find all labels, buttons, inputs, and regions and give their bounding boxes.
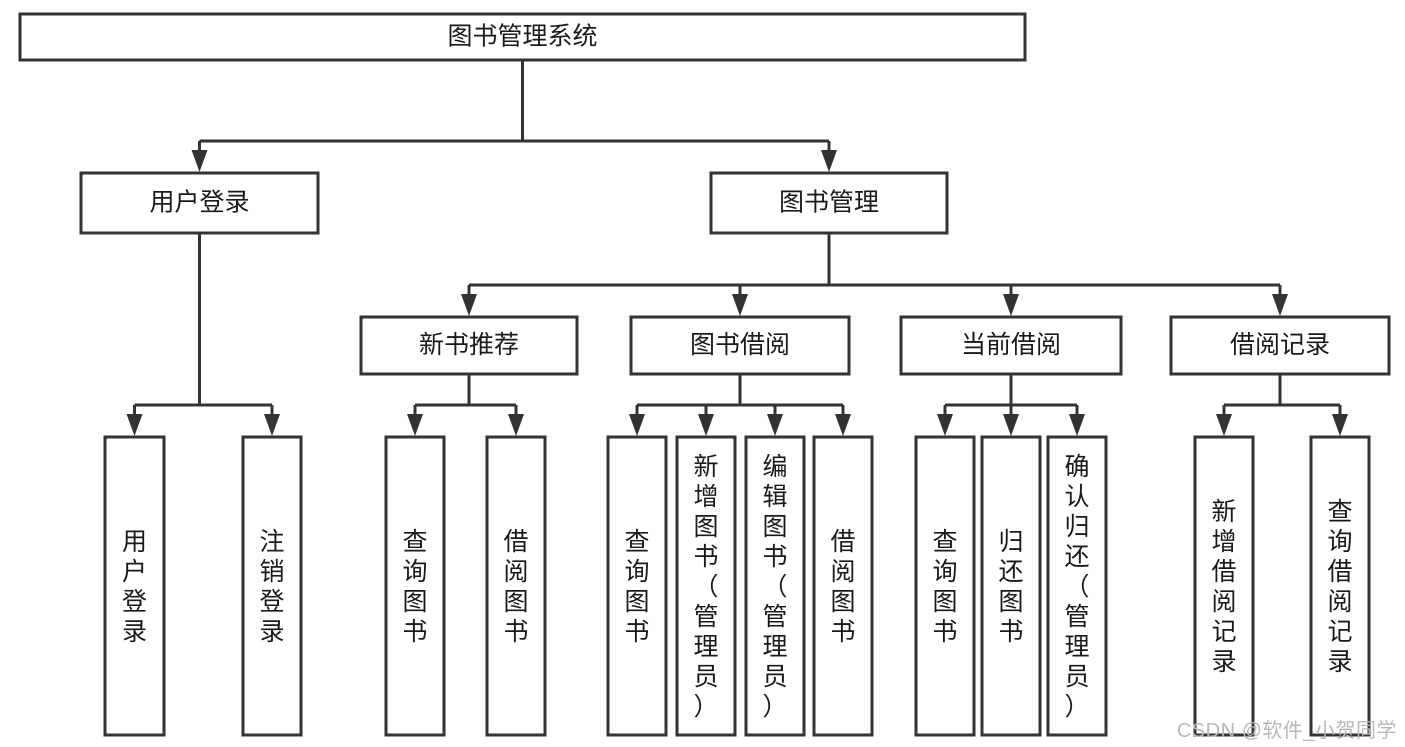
node-leaf-query-book-current[interactable]: 查询图书 [914,435,976,737]
node-label-leaf-return-book: 归还图书 [998,528,1023,646]
node-label-new-book-rec: 新书推荐 [419,331,519,359]
node-label-leaf-query-book-borrow: 查询图书 [624,528,649,646]
arrow-head-leaf-query-book-borrow [629,414,645,436]
node-label-leaf-add-borrow-record: 新增借阅记录 [1211,498,1236,676]
node-box-root [18,12,1027,62]
node-leaf-borrow-book-rec[interactable]: 借阅图书 [485,435,547,737]
node-box-leaf-query-book-rec [384,435,446,737]
arrow-head-book-borrow [732,294,748,316]
node-leaf-edit-book[interactable]: 编辑图书（管理员） [744,435,806,737]
node-book-borrow[interactable]: 图书借阅 [629,315,851,376]
node-label-leaf-add-book: 新增图书（管理员） [693,453,718,721]
node-leaf-add-borrow-record[interactable]: 新增借阅记录 [1193,435,1255,737]
arrow-head-leaf-borrow-book [835,414,851,436]
node-box-leaf-user-login [103,435,166,737]
arrow-head-leaf-confirm-return [1069,414,1085,436]
node-box-borrow-record [1169,315,1391,376]
arrow-head-leaf-user-logout [264,414,280,436]
node-borrow-record[interactable]: 借阅记录 [1169,315,1391,376]
node-label-root: 图书管理系统 [447,23,597,51]
node-box-leaf-borrow-book-rec [485,435,547,737]
node-leaf-confirm-return[interactable]: 确认归还（管理员） [1046,435,1108,737]
node-label-book-borrow: 图书借阅 [690,331,790,359]
arrow-head-leaf-query-book-current [937,414,953,436]
node-box-leaf-edit-book [744,435,806,737]
node-leaf-query-book-borrow[interactable]: 查询图书 [606,435,668,737]
node-box-leaf-add-borrow-record [1193,435,1255,737]
arrow-head-borrow-record [1272,294,1288,316]
arrow-head-book-manage [821,150,837,172]
arrow-head-leaf-query-book-rec [407,414,423,436]
node-root[interactable]: 图书管理系统 [18,12,1027,62]
node-label-leaf-query-book-rec: 查询图书 [402,528,427,646]
watermark-text: CSDN @软件_小贺同学 [1176,720,1397,742]
node-leaf-add-book[interactable]: 新增图书（管理员） [675,435,737,737]
arrow-head-leaf-query-borrow-record [1332,414,1348,436]
node-label-current-borrow: 当前借阅 [961,331,1061,359]
node-user-login[interactable]: 用户登录 [79,171,320,235]
arrow-head-leaf-edit-book [767,414,783,436]
node-box-leaf-borrow-book [812,435,874,737]
node-book-manage[interactable]: 图书管理 [709,171,949,235]
arrow-head-leaf-add-borrow-record [1216,414,1232,436]
node-label-book-manage: 图书管理 [779,189,879,217]
node-box-book-borrow [629,315,851,376]
arrow-head-new-book-rec [461,294,477,316]
node-label-leaf-confirm-return: 确认归还（管理员） [1064,453,1089,721]
node-label-leaf-borrow-book-rec: 借阅图书 [503,528,528,646]
node-box-leaf-confirm-return [1046,435,1108,737]
node-label-leaf-edit-book: 编辑图书（管理员） [762,453,787,721]
node-box-leaf-user-logout [241,435,303,737]
node-label-leaf-borrow-book: 借阅图书 [830,528,855,646]
node-label-user-login: 用户登录 [149,189,249,217]
node-box-user-login [79,171,320,235]
node-label-borrow-record: 借阅记录 [1230,331,1330,359]
node-label-leaf-query-book-current: 查询图书 [932,528,957,646]
node-box-new-book-rec [359,315,579,376]
arrow-head-leaf-return-book [1003,414,1019,436]
node-label-leaf-user-login: 用户登录 [122,528,147,646]
node-new-book-rec[interactable]: 新书推荐 [359,315,579,376]
node-box-leaf-query-book-current [914,435,976,737]
arrow-head-current-borrow [1003,294,1019,316]
node-layer: 图书管理系统用户登录图书管理新书推荐图书借阅当前借阅借阅记录用户登录注销登录查询… [18,12,1391,737]
arrow-head-leaf-user-login [126,414,143,436]
node-box-leaf-add-book [675,435,737,737]
node-box-current-borrow [899,315,1123,376]
connector-layer [126,60,1348,436]
node-box-leaf-return-book [980,435,1042,737]
node-current-borrow[interactable]: 当前借阅 [899,315,1123,376]
node-box-book-manage [709,171,949,235]
node-leaf-borrow-book[interactable]: 借阅图书 [812,435,874,737]
arrow-head-leaf-borrow-book-rec [508,414,524,436]
node-leaf-query-borrow-record[interactable]: 查询借阅记录 [1309,435,1371,737]
node-leaf-return-book[interactable]: 归还图书 [980,435,1042,737]
node-box-leaf-query-borrow-record [1309,435,1371,737]
node-box-leaf-query-book-borrow [606,435,668,737]
node-label-leaf-query-borrow-record: 查询借阅记录 [1327,498,1352,676]
node-leaf-user-login[interactable]: 用户登录 [103,435,166,737]
node-leaf-user-logout[interactable]: 注销登录 [241,435,303,737]
node-label-leaf-user-logout: 注销登录 [259,528,284,646]
arrow-head-leaf-add-book [698,414,714,436]
node-leaf-query-book-rec[interactable]: 查询图书 [384,435,446,737]
arrow-head-user-login [191,150,208,172]
